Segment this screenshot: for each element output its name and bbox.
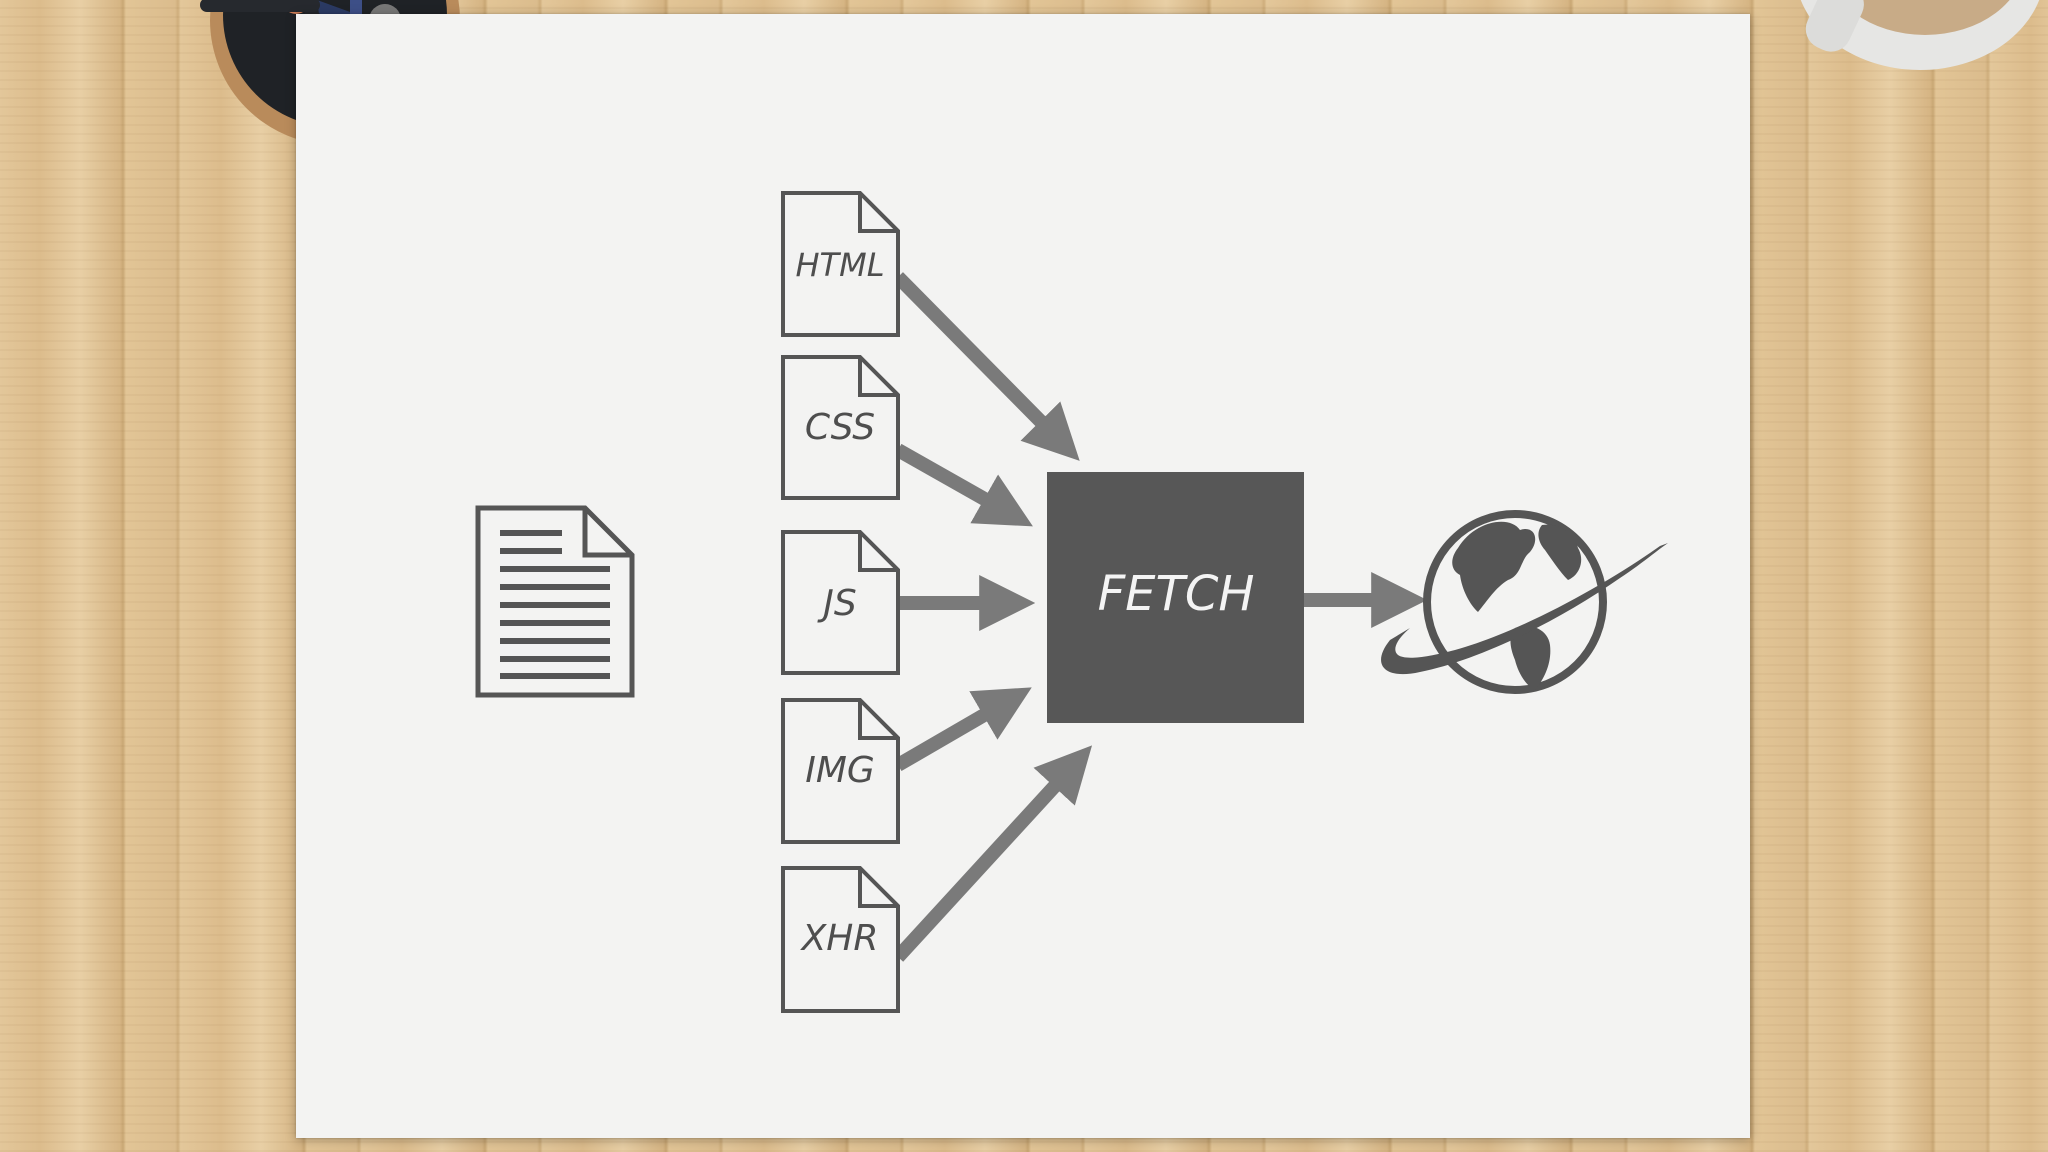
- arrow-css: [894, 443, 1033, 527]
- arrow-html: [893, 272, 1080, 461]
- file-label-html: HTML: [795, 246, 884, 284]
- file-label-img: IMG: [805, 750, 875, 791]
- coffee-mug-decoration: [1800, 0, 2040, 70]
- file-js: JS: [781, 530, 900, 675]
- file-label-js: JS: [817, 583, 856, 624]
- fetch-label: FETCH: [1098, 566, 1255, 622]
- globe-icon: [1381, 510, 1668, 694]
- arrow-img: [894, 687, 1032, 772]
- file-label-css: CSS: [805, 407, 875, 448]
- file-html: HTML: [781, 191, 900, 337]
- file-xhr: XHR: [781, 866, 900, 1013]
- arrows-to-fetch: [892, 272, 1428, 962]
- file-img: IMG: [781, 698, 900, 844]
- fetch-box: FETCH: [1047, 472, 1304, 723]
- arrow-xhr: [892, 745, 1093, 962]
- document-icon: [475, 505, 635, 698]
- file-css: CSS: [781, 355, 900, 500]
- file-label-xhr: XHR: [800, 918, 879, 959]
